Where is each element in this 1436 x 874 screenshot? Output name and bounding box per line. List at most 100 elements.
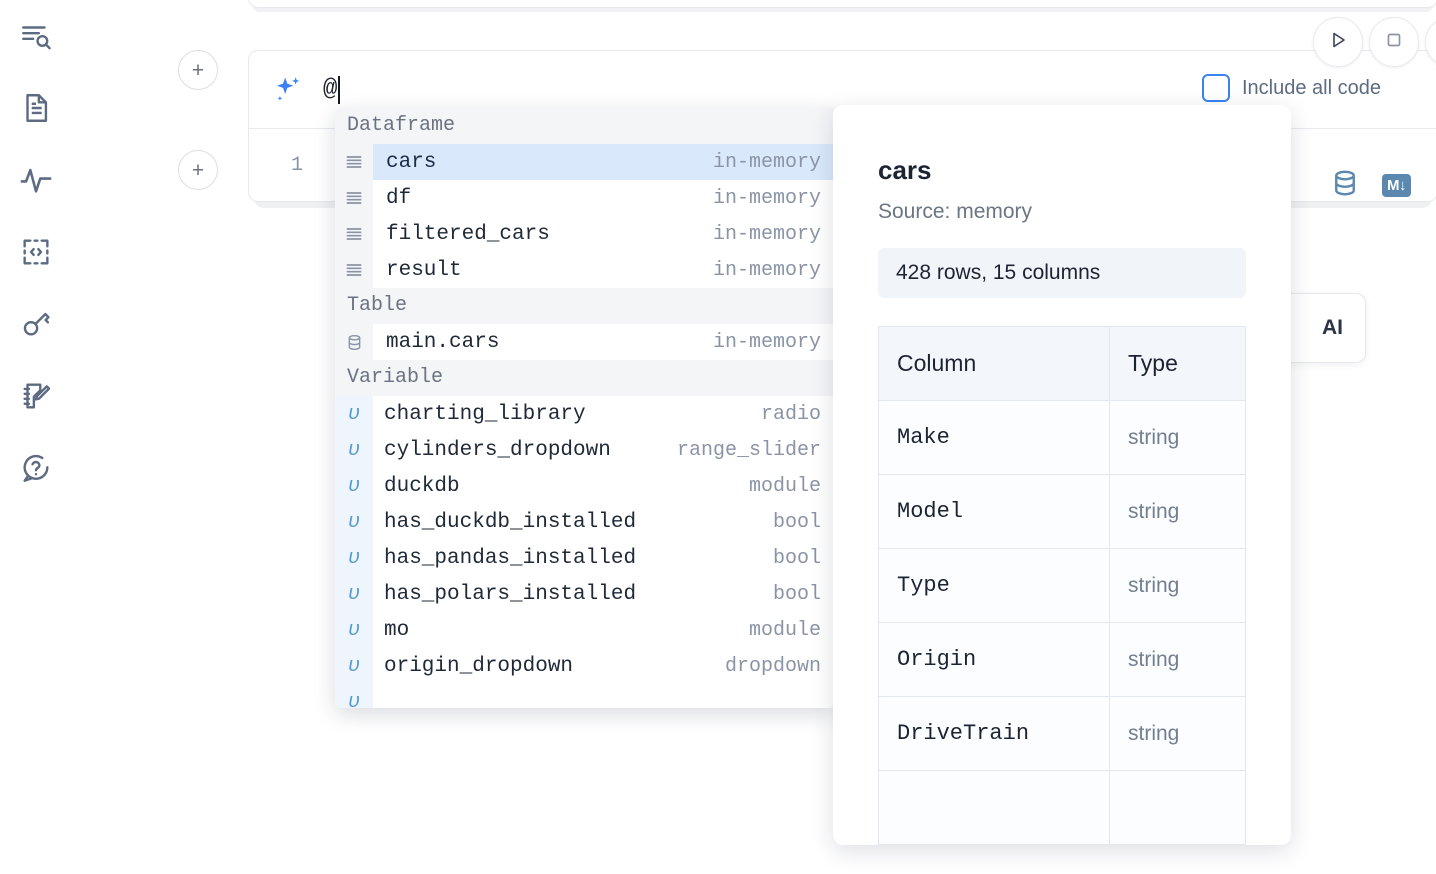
autocomplete-item-type: in-memory (712, 150, 821, 174)
ai-prompt-input[interactable]: @ (323, 75, 341, 104)
table-database-icon (335, 324, 373, 360)
play-icon (1326, 28, 1350, 57)
variable-icon: ʋ (335, 576, 373, 612)
ai-sparkle-icon (271, 73, 305, 107)
autocomplete-item-name: mo (384, 618, 410, 642)
include-all-code-row[interactable]: Include all code (1202, 74, 1381, 102)
autocomplete-section-header: Variable (335, 360, 835, 396)
line-number: 1 (290, 154, 303, 177)
sidebar-item-file-search[interactable] (14, 14, 58, 58)
autocomplete-item[interactable]: main.cars in-memory (335, 324, 835, 360)
autocomplete-item-type: in-memory (712, 258, 821, 282)
type-header: Type (1109, 326, 1246, 401)
autocomplete-item-type: radio (760, 402, 821, 426)
autocomplete-item-name: has_polars_installed (384, 582, 637, 606)
column-name-cell: Model (878, 474, 1110, 549)
autocomplete-item-name: duckdb (384, 474, 460, 498)
column-type-cell: string (1109, 696, 1246, 771)
autocomplete-item-name: cylinders_dropdown (384, 438, 611, 462)
column-type-cell: string (1109, 474, 1246, 549)
sidebar-item-activity[interactable] (14, 158, 58, 202)
autocomplete-item-name: result (386, 258, 462, 282)
preview-source: Source: memory (878, 200, 1033, 223)
autocomplete-section-header: Dataframe (335, 108, 835, 144)
variable-icon: ʋ (335, 432, 373, 468)
autocomplete-item-name: main.cars (386, 330, 500, 354)
variable-preview-panel: cars Source: memory 428 rows, 15 columns… (833, 105, 1291, 845)
column-header: Column (878, 326, 1110, 401)
ai-card-label: AI (1322, 316, 1343, 339)
notebook-edit-icon (19, 379, 53, 413)
add-cell-button-above[interactable]: + (178, 50, 218, 90)
dataframe-icon (335, 180, 373, 216)
autocomplete-item-type: in-memory (712, 330, 821, 354)
column-name-cell: Make (878, 400, 1110, 475)
include-all-code-checkbox[interactable] (1202, 74, 1230, 102)
autocomplete-item-name: has_duckdb_installed (384, 510, 637, 534)
sidebar-item-scratchpad[interactable] (14, 374, 58, 418)
variable-icon: ʋ (335, 468, 373, 504)
database-icon[interactable] (1330, 168, 1360, 203)
help-chat-icon (19, 451, 53, 485)
autocomplete-item-type: module (748, 618, 821, 642)
autocomplete-item-type: bool (772, 510, 821, 534)
autocomplete-item-name: charting_library (384, 402, 586, 426)
preview-stats: 428 rows, 15 columns (878, 248, 1246, 298)
variable-icon: ʋ (335, 540, 373, 576)
file-search-icon (19, 19, 53, 53)
cell-output-icons: M↓ (1330, 168, 1411, 203)
autocomplete-item-type: module (748, 474, 821, 498)
add-cell-button-below[interactable]: + (178, 150, 218, 190)
sidebar-item-document[interactable] (14, 86, 58, 130)
column-type-cell: string (1109, 622, 1246, 697)
key-icon (19, 307, 53, 341)
autocomplete-item-type: in-memory (712, 186, 821, 210)
column-name-cell: Type (878, 548, 1110, 623)
autocomplete-item-name: has_pandas_installed (384, 546, 637, 570)
stop-cell-button[interactable] (1369, 17, 1419, 67)
previous-cell[interactable] (248, 0, 1436, 8)
autocomplete-item[interactable]: ʋ has_polars_installed bool (335, 576, 835, 612)
stop-square-icon (1383, 29, 1405, 56)
column-type-cell: string (1109, 400, 1246, 475)
run-cell-button[interactable] (1313, 17, 1363, 67)
variable-icon: ʋ (335, 612, 373, 648)
autocomplete-item-name: filtered_cars (386, 222, 550, 246)
previous-cell-shadow (252, 4, 1434, 12)
autocomplete-item-name: cars (386, 150, 437, 174)
autocomplete-item[interactable]: result in-memory (335, 252, 835, 288)
autocomplete-item-type: dropdown (724, 654, 821, 678)
column-name-cell (878, 770, 1110, 845)
activity-icon (19, 163, 53, 197)
autocomplete-item[interactable]: cars in-memory (335, 144, 835, 180)
column-type-cell (1109, 770, 1246, 845)
sidebar-item-help[interactable] (14, 446, 58, 490)
table-row (878, 770, 1246, 845)
table-header-row: Column Type (878, 326, 1246, 401)
sidebar-item-code-snippet[interactable] (14, 230, 58, 274)
dataframe-icon (335, 252, 373, 288)
sidebar-item-secrets[interactable] (14, 302, 58, 346)
autocomplete-item-type: bool (772, 582, 821, 606)
autocomplete-item[interactable]: ʋ (335, 684, 835, 708)
markdown-badge-icon[interactable]: M↓ (1382, 174, 1411, 197)
ai-prompt-value: @ (323, 76, 338, 103)
code-editor-row[interactable]: 1 (249, 129, 1436, 202)
plus-icon: + (191, 58, 205, 82)
